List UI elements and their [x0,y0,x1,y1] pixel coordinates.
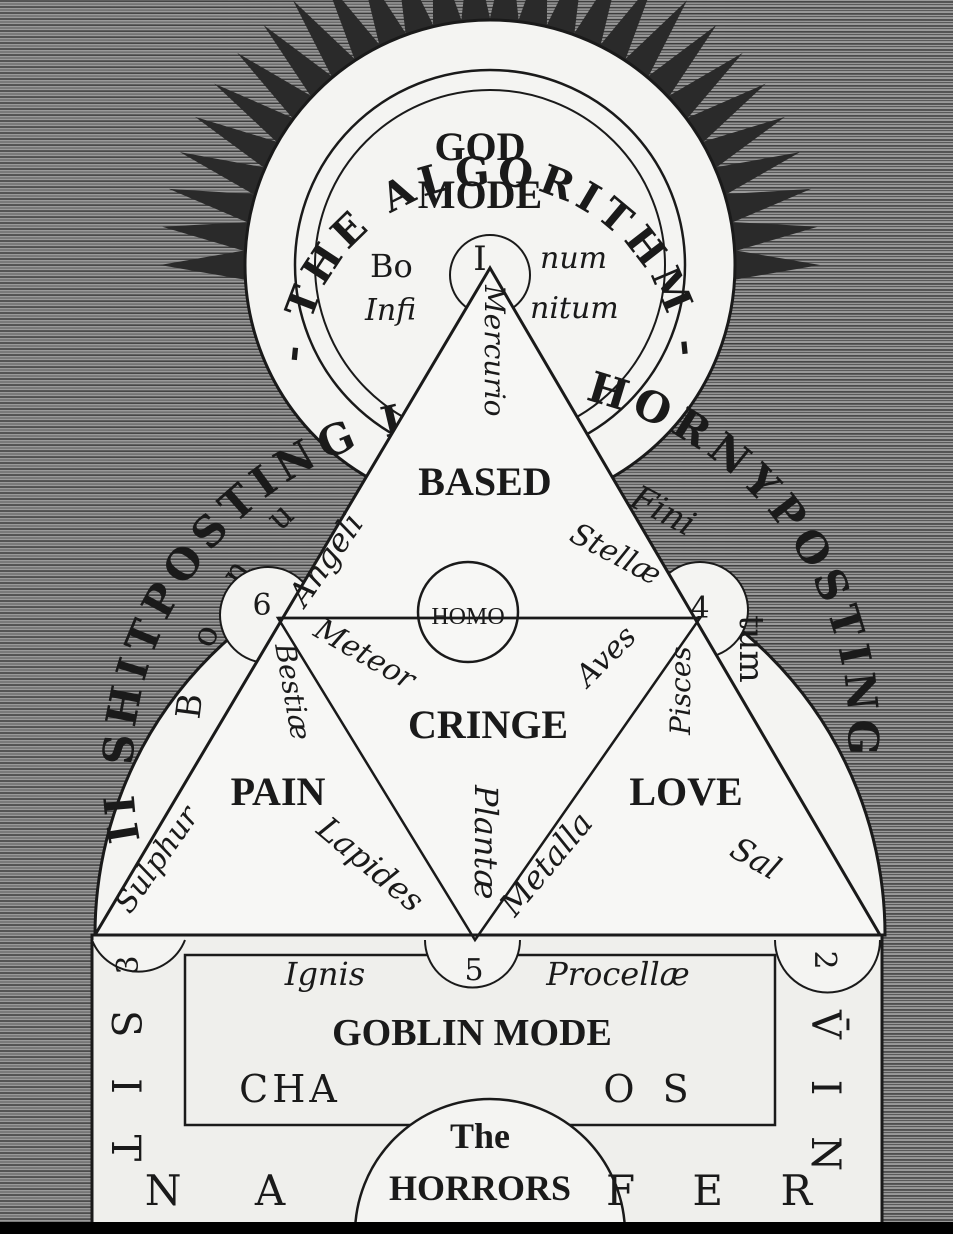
region-cringe: CRINGE [408,702,568,747]
chaos-right: O S [603,1067,696,1111]
latin-tum: tum [731,615,771,683]
bottom-frame [0,1222,953,1234]
bottom-vertex-circle [424,939,521,989]
sun-ray [168,188,256,223]
sun-rays [160,0,820,280]
sun-ray [517,0,548,27]
chaos-left: CHA [239,1067,341,1111]
sun-ray [686,83,766,143]
latin-bo: Bo [370,247,413,285]
corner-semicircle-right [774,939,881,994]
goblin-mode-label: GOBLIN MODE [332,1012,612,1054]
latin-nitum: nitum [530,291,619,326]
homo-circle [416,560,520,664]
horrors-label: HORRORS [389,1168,571,1208]
latin-plantae: Plantæ [467,784,505,899]
sun-ray [724,188,812,223]
sun-ray [432,0,463,27]
the-label: The [450,1116,510,1156]
corner-semicircle-left [91,939,186,973]
sun-ray [214,83,294,143]
latin-pisces: Pisces [664,646,697,736]
latin-ignis: Ignis [284,955,365,993]
sun-ray [162,222,249,252]
sun-ray [573,0,612,47]
region-based: BASED [418,459,551,504]
number-four: 4 [690,591,709,626]
mode-label: MODE [418,172,542,217]
base-bottom-left: N A [145,1166,315,1215]
sun-ray [292,0,356,78]
number-six: 6 [252,588,271,623]
sun-ray [599,0,648,61]
sun-ray [195,116,279,169]
region-pain: PAIN [231,769,326,814]
sun-ray [624,0,688,78]
horrors-semicircle [353,1097,627,1234]
base-bottom-right: F E R [606,1166,834,1215]
latin-procellae: Procellæ [545,955,690,993]
sun-ray [714,152,801,196]
latin-mercurius: Mercurio [478,284,511,417]
sun-ray [160,250,246,280]
sun-ray [734,250,820,280]
sun-ray [263,24,333,98]
sun-ray [368,0,407,47]
latin-num: num [540,241,607,276]
sun-ray [489,0,519,22]
region-love: LOVE [629,769,742,814]
latin-infi: Infi [364,293,416,328]
sun-ray [667,52,743,120]
sun-ray [461,0,491,22]
base-left-vertical: S I T [102,1010,148,1175]
sun-ray [647,24,717,98]
sun-ray [237,52,313,120]
god-label: GOD [434,124,525,169]
main-triangle [92,265,883,937]
sun-ray [731,222,818,252]
number-three: 3 [111,955,146,974]
base-right-vertical: V̄ I N [802,1009,849,1185]
sun-ray [332,0,381,61]
sun-ray [546,0,579,35]
sun-ray [179,152,266,196]
number-two: 2 [807,950,842,969]
region-homo: HOMO [431,604,504,630]
number-five: 5 [464,953,483,988]
apex-numeral: I [473,239,486,279]
sun-ray [701,116,785,169]
sun-ray [401,0,434,35]
